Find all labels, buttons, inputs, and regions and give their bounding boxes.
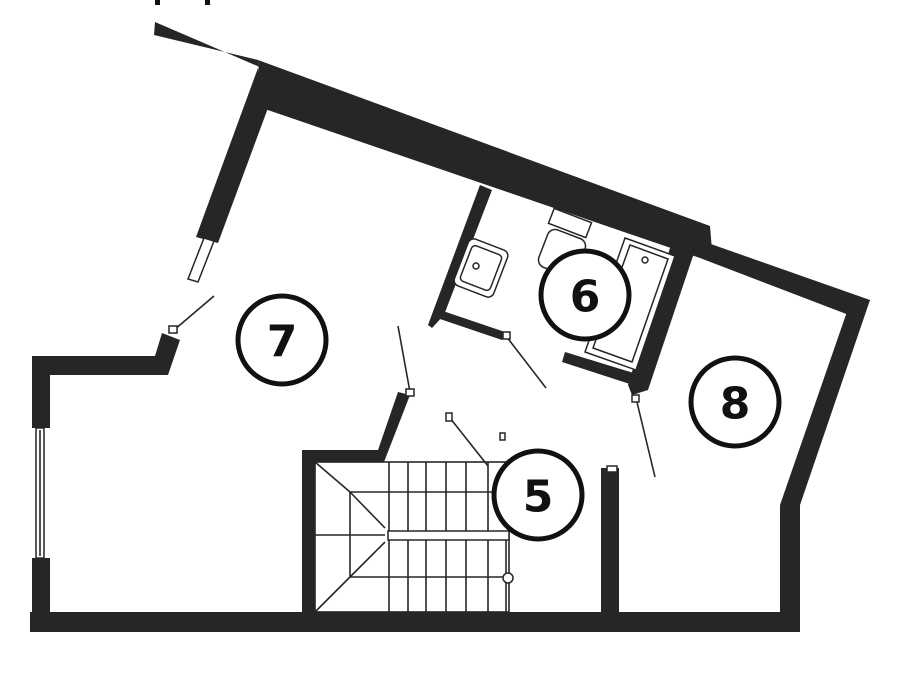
window-left xyxy=(35,427,45,559)
room-number-6: 6 xyxy=(570,272,601,323)
top-wall-thick xyxy=(258,60,712,250)
bathroom-right-wall xyxy=(628,248,695,395)
door-stair-hall xyxy=(449,417,489,467)
stair-handrail xyxy=(387,530,510,541)
walls xyxy=(30,22,870,632)
bathroom-bottom-right-wall xyxy=(562,352,640,386)
bottom-wall xyxy=(30,612,800,632)
room-label-8: 8 xyxy=(688,355,782,449)
door-room7-entry xyxy=(173,295,215,331)
room-label-7: 7 xyxy=(235,293,329,387)
room-number-8: 8 xyxy=(720,379,751,430)
bathroom-left-wall xyxy=(428,185,492,328)
door-bathroom xyxy=(505,335,547,389)
stair-left-wall xyxy=(302,392,410,616)
doors xyxy=(168,295,656,478)
left-wall-upper xyxy=(32,333,180,428)
room-number-5: 5 xyxy=(523,472,554,523)
room-number-7: 7 xyxy=(267,317,298,368)
bathroom-bottom-left-wall xyxy=(437,310,505,340)
sink-icon xyxy=(453,238,509,298)
window-room7-upper xyxy=(187,237,215,283)
room8-right-wall xyxy=(780,300,870,632)
room7-left-upper-wall xyxy=(196,68,268,243)
door-room8 xyxy=(635,397,656,478)
room-label-6: 6 xyxy=(538,248,632,342)
cropped-heading-fragment xyxy=(155,0,210,5)
stair-right-wall xyxy=(601,468,619,618)
left-wall-lower xyxy=(32,558,50,628)
door-room7-hall xyxy=(397,325,411,393)
room-label-5: 5 xyxy=(491,448,585,542)
staircase xyxy=(314,461,514,613)
